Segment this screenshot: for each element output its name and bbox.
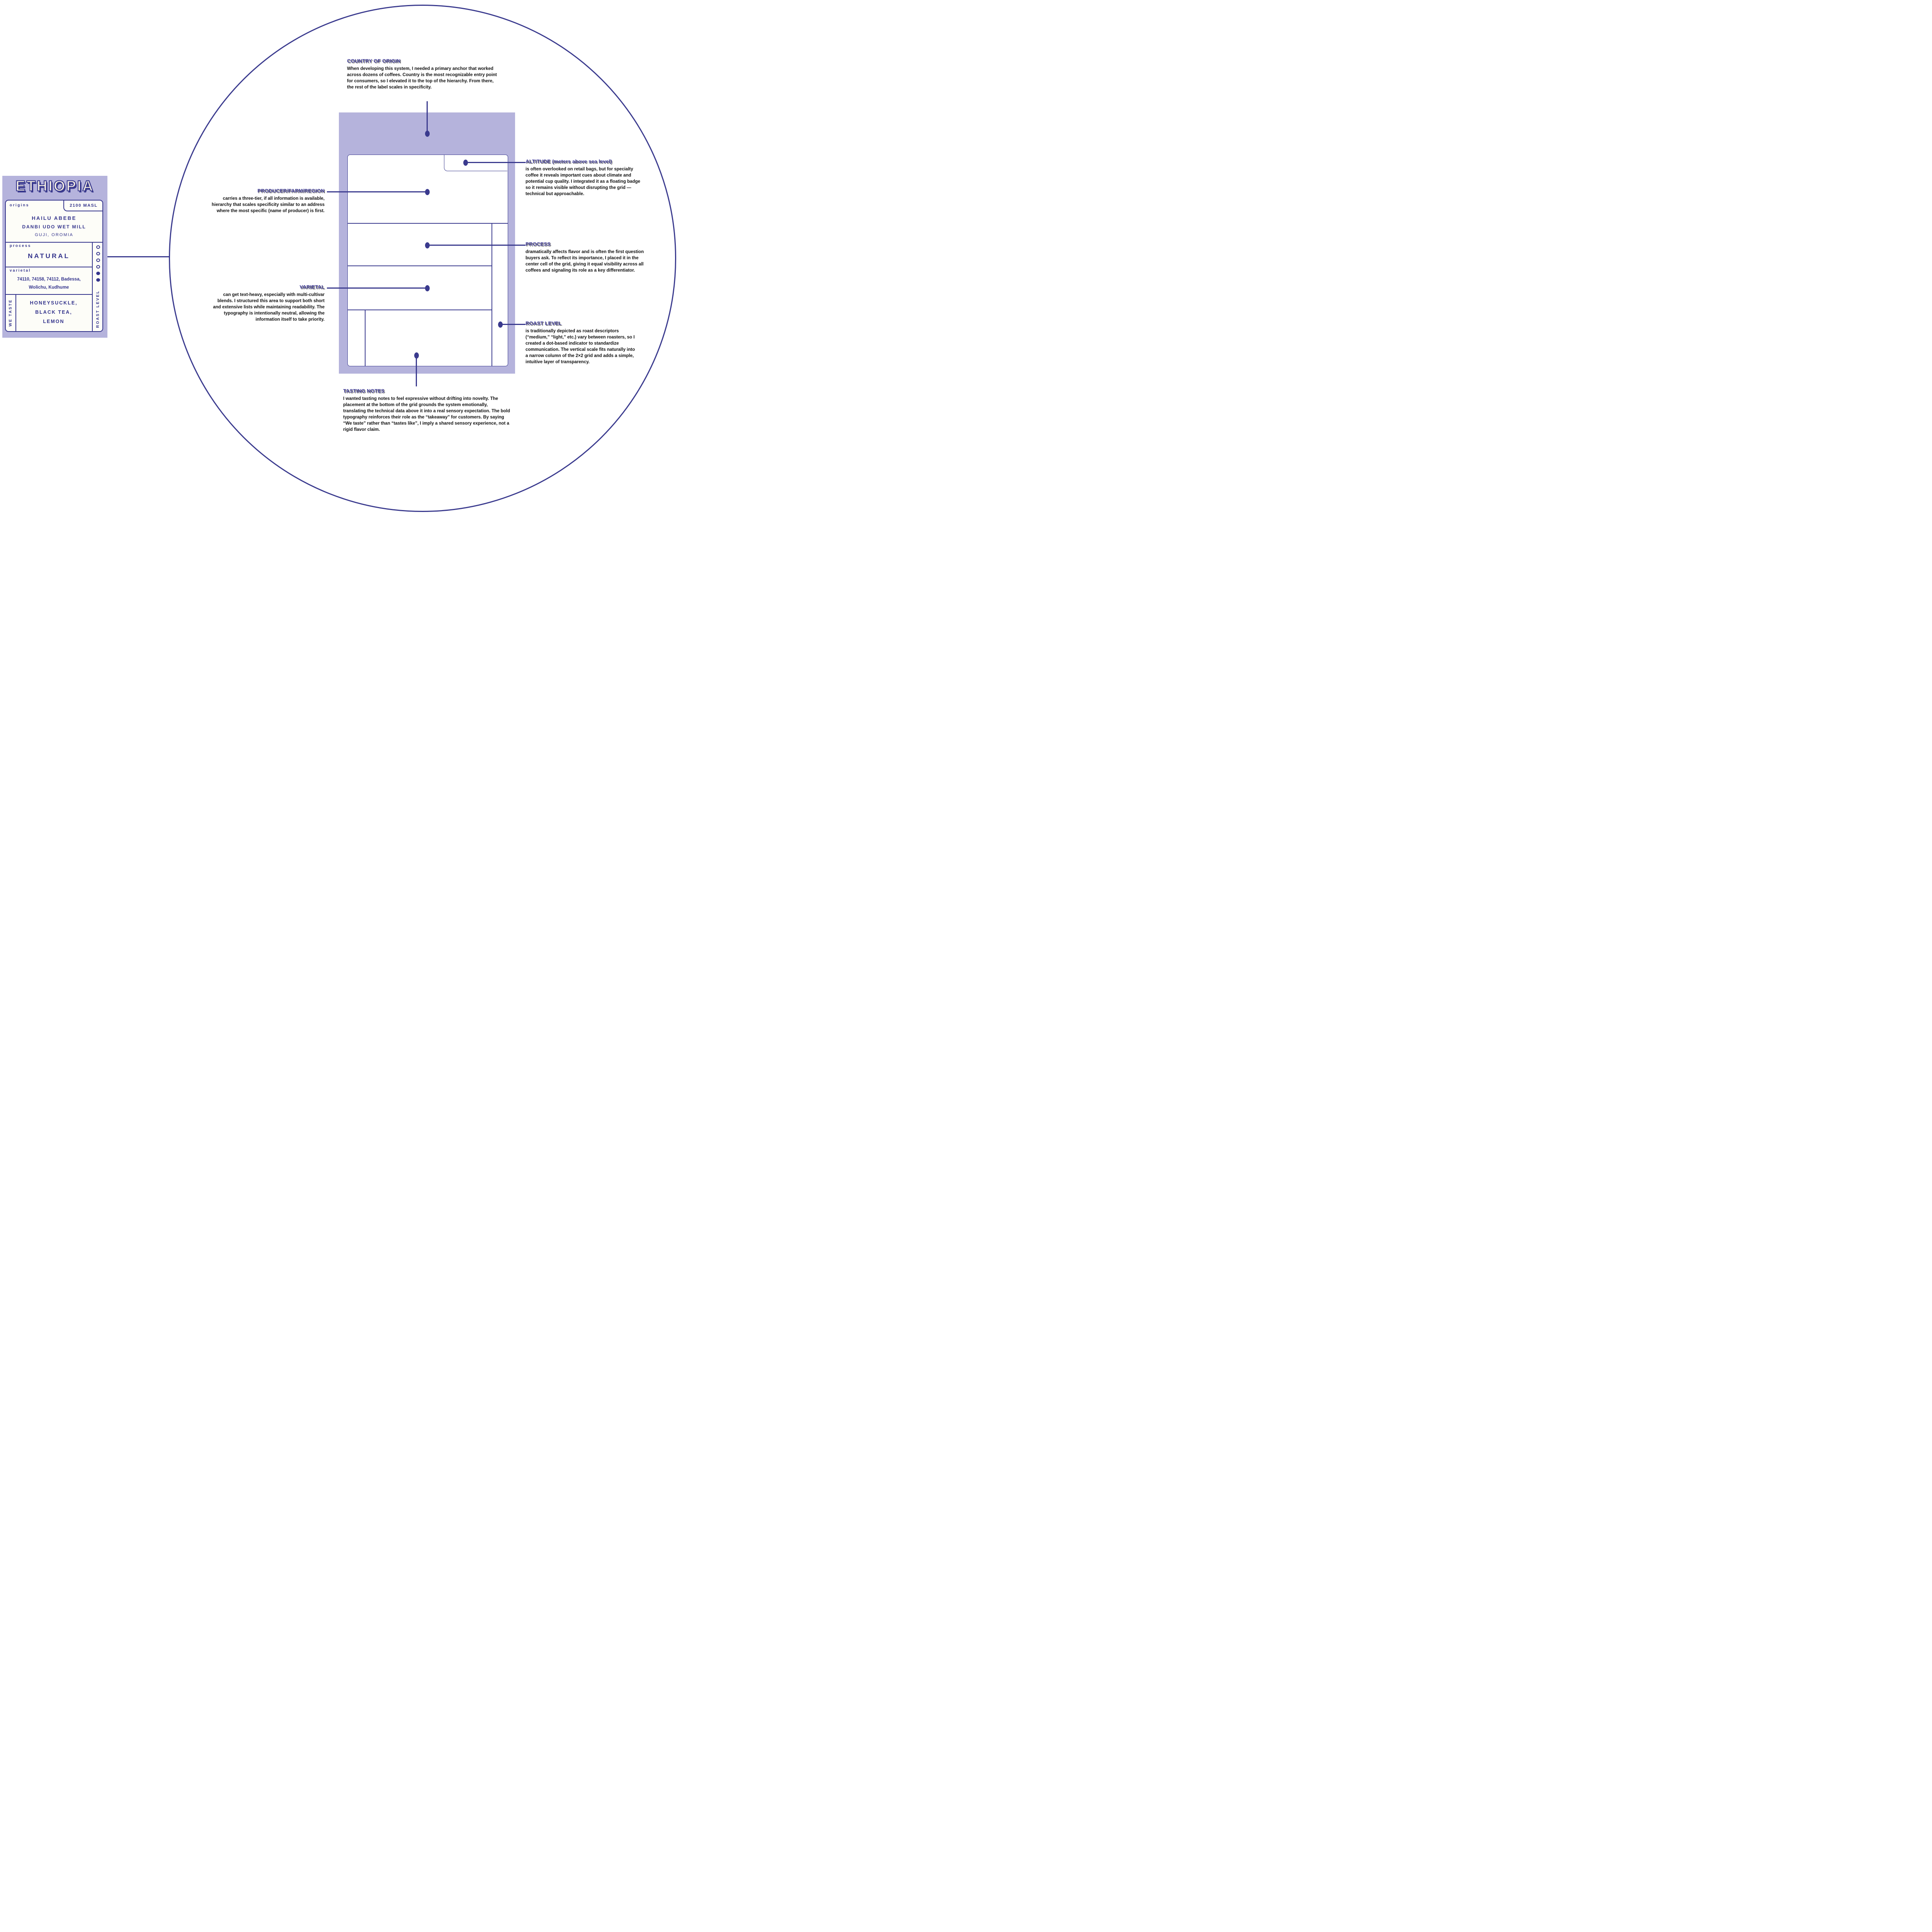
schematic-card xyxy=(347,155,508,366)
annotation-producer-title: PRODUCER/FARM/REGION xyxy=(257,188,325,194)
process-value: NATURAL xyxy=(28,252,70,260)
roast-dot-column xyxy=(93,245,103,282)
annotation-process-body: dramatically affects flavor and is often… xyxy=(526,250,644,273)
divider-origins xyxy=(6,242,102,243)
tasting-note-3: LEMON xyxy=(43,319,65,324)
annotation-country-body: When developing this system, I needed a … xyxy=(347,66,497,90)
varietal-line-2: Wolichu, Kudhume xyxy=(29,285,69,290)
producer-dot xyxy=(425,189,430,195)
annotation-tasting-title: TASTING NOTES xyxy=(343,388,385,394)
varietal-dot xyxy=(425,285,430,291)
origins-label: origins xyxy=(10,203,29,207)
connector-roast-line xyxy=(500,324,526,325)
annotation-varietal-body: can get text-heavy, especially with mult… xyxy=(213,293,325,322)
schematic-divider-process xyxy=(348,265,492,266)
process-label: process xyxy=(10,244,31,248)
annotation-tasting-body: I wanted tasting notes to feel expressiv… xyxy=(343,396,510,432)
annotation-varietal: VARIETAL can get text-heavy, especially … xyxy=(209,284,325,323)
connector-label-circle-line xyxy=(107,256,169,257)
connector-producer-line xyxy=(327,191,427,192)
annotation-roast-body: is traditionally depicted as roast descr… xyxy=(526,329,635,364)
roast-dot-open xyxy=(96,259,100,262)
annotation-process-title: PROCESS xyxy=(526,241,551,247)
process-dot xyxy=(425,242,430,248)
schematic-we-taste-column-line xyxy=(365,310,366,366)
connector-tasting-line xyxy=(416,355,417,386)
tasting-note-2: BLACK TEA, xyxy=(35,310,72,315)
altitude-badge: 2100 MASL xyxy=(63,201,103,211)
label-country-name: ETHIOPIA xyxy=(15,178,94,195)
connector-country-line xyxy=(427,101,428,134)
connector-process-line xyxy=(427,245,526,246)
annotation-country-title: COUNTRY OF ORIGIN xyxy=(347,58,401,64)
roast-dot-filled xyxy=(96,272,100,275)
roast-dot-open xyxy=(96,265,100,269)
annotation-process: PROCESS dramatically affects flavor and … xyxy=(526,241,651,274)
context-circle xyxy=(169,5,676,512)
annotation-altitude-body: is often overlooked on retail bags, but … xyxy=(526,167,640,196)
farm-name: DANBI UDO WET MILL xyxy=(22,224,86,230)
connector-varietal-line xyxy=(327,287,427,289)
roast-dot-filled xyxy=(96,278,100,282)
roast-level-label: ROAST LEVEL xyxy=(96,290,100,328)
altitude-dot xyxy=(463,160,468,166)
schematic-altitude-badge xyxy=(444,155,507,171)
country-dot xyxy=(425,131,430,137)
roast-dot-open xyxy=(96,245,100,249)
tasting-dot xyxy=(414,352,419,359)
roast-dot xyxy=(498,321,503,328)
producer-name: HAILU ABEBE xyxy=(32,215,77,221)
varietal-label: varietal xyxy=(10,269,31,273)
annotation-tasting: TASTING NOTES I wanted tasting notes to … xyxy=(343,388,511,433)
roast-level-column: ROAST LEVEL xyxy=(92,242,103,331)
varietal-line-1: 74110, 74158, 74112, Badessa, xyxy=(17,277,81,282)
annotation-roast: ROAST LEVEL is traditionally depicted as… xyxy=(526,320,638,365)
roast-dot-open xyxy=(96,252,100,255)
annotation-producer-body: carries a three-tier, if all information… xyxy=(211,196,325,213)
region-name: GUJI, OROMIA xyxy=(35,233,73,237)
label-card: origins 2100 MASL HAILU ABEBE DANBI UDO … xyxy=(5,200,103,332)
connector-altitude-line xyxy=(466,162,526,163)
annotation-altitude: ALTITUDE (meters above sea level) is oft… xyxy=(526,158,645,197)
divider-varietal xyxy=(6,294,92,295)
schematic-divider-origins xyxy=(348,223,508,224)
coffee-bag-label: ETHIOPIA origins 2100 MASL HAILU ABEBE D… xyxy=(2,176,107,338)
annotation-producer: PRODUCER/FARM/REGION carries a three-tie… xyxy=(209,188,325,214)
annotation-altitude-title: ALTITUDE (meters above sea level) xyxy=(526,158,612,164)
poster-canvas: ETHIOPIA origins 2100 MASL HAILU ABEBE D… xyxy=(0,0,686,515)
annotation-country: COUNTRY OF ORIGIN When developing this s… xyxy=(347,58,498,90)
annotation-varietal-title: VARIETAL xyxy=(299,284,325,290)
we-taste-label: WE TASTE xyxy=(9,299,13,327)
altitude-badge-value: 2100 MASL xyxy=(70,203,98,208)
we-taste-column: WE TASTE xyxy=(6,294,16,331)
tasting-note-1: HONEYSUCKLE, xyxy=(30,300,78,306)
annotation-roast-title: ROAST LEVEL xyxy=(526,320,562,326)
